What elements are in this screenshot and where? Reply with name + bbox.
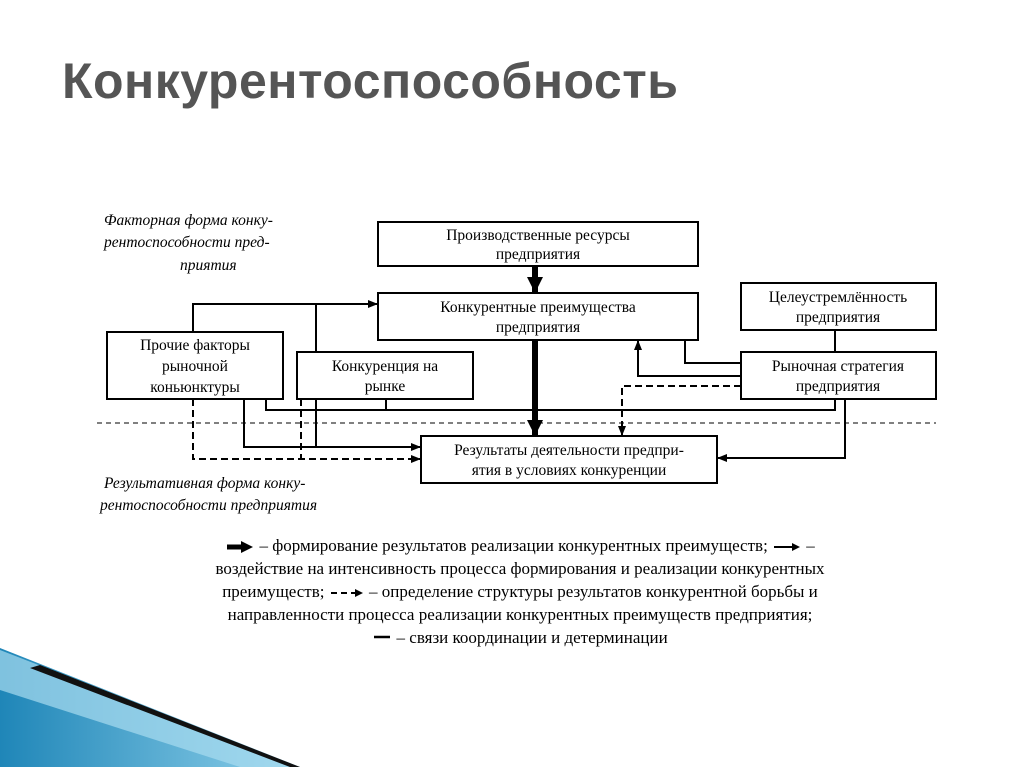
svg-text:Рыночная стратегия: Рыночная стратегия xyxy=(772,358,904,375)
legend-dashed-arrow-text-cont: направленности процесса реализации конку… xyxy=(227,605,813,624)
svg-text:приятия: приятия xyxy=(180,257,237,274)
legend-arrow-text-end: преимуществ; xyxy=(222,582,325,601)
box-purposefulness: Целеустремлённость предприятия xyxy=(740,282,937,331)
box-advantages: Конкурентные преимущества предприятия xyxy=(377,292,699,341)
svg-text:Результаты деятельности предпр: Результаты деятельности предпри- xyxy=(454,442,684,459)
arrow-icon xyxy=(774,543,801,552)
connectors xyxy=(192,266,846,463)
box-results: Результаты деятельности предпри- ятия в … xyxy=(420,435,718,484)
svg-text:Конкурентные преимущества: Конкурентные преимущества xyxy=(440,299,636,316)
box-other-factors: Прочие факторы рыночной коньюнктуры xyxy=(106,331,284,400)
svg-text:Конкуренция на: Конкуренция на xyxy=(332,358,438,375)
svg-text:предприятия: предприятия xyxy=(496,246,580,263)
svg-text:ятия в условиях конкуренции: ятия в условиях конкуренции xyxy=(472,462,667,479)
svg-text:рентоспособности пред-: рентоспособности пред- xyxy=(103,234,270,251)
factor-form-label: Факторная форма конку- рентоспособности … xyxy=(103,212,273,274)
svg-text:предприятия: предприятия xyxy=(796,378,880,395)
slide-title: Конкурентоспособность xyxy=(62,53,679,109)
legend-arrow-text: воздействие на интенсивность процесса фо… xyxy=(215,559,825,578)
box-resources: Производственные ресурсы предприятия xyxy=(377,221,699,267)
svg-text:рентоспособности предприятия: рентоспособности предприятия xyxy=(99,497,317,514)
line-icon xyxy=(374,635,391,639)
legend-line-text: – связи координации и детерминации xyxy=(396,628,668,647)
box-competition: Конкуренция на рынке xyxy=(296,351,474,400)
svg-text:предприятия: предприятия xyxy=(796,309,880,326)
legend: – формирование результатов реализации ко… xyxy=(120,534,920,649)
svg-text:рынке: рынке xyxy=(365,378,406,395)
legend-thick-arrow-text: – формирование результатов реализации ко… xyxy=(259,536,768,555)
box-strategy: Рыночная стратегия предприятия xyxy=(740,351,937,400)
svg-text:предприятия: предприятия xyxy=(496,319,580,336)
svg-text:Прочие факторы: Прочие факторы xyxy=(140,337,250,354)
svg-text:коньюнктуры: коньюнктуры xyxy=(150,379,240,396)
legend-dashed-arrow-text: – определение структуры результатов конк… xyxy=(369,582,818,601)
legend-dash: – xyxy=(806,536,815,555)
svg-text:Факторная форма конку-: Факторная форма конку- xyxy=(104,212,273,229)
svg-text:Целеустремлённость: Целеустремлённость xyxy=(769,289,907,306)
svg-text:Производственные ресурсы: Производственные ресурсы xyxy=(446,227,630,244)
svg-text:Результативная форма конку-: Результативная форма конку- xyxy=(103,475,305,492)
result-form-label: Результативная форма конку- рентоспособн… xyxy=(99,475,317,514)
dashed-arrow-icon xyxy=(330,589,363,598)
thick-arrow-icon xyxy=(227,541,254,554)
svg-text:рыночной: рыночной xyxy=(162,358,228,375)
